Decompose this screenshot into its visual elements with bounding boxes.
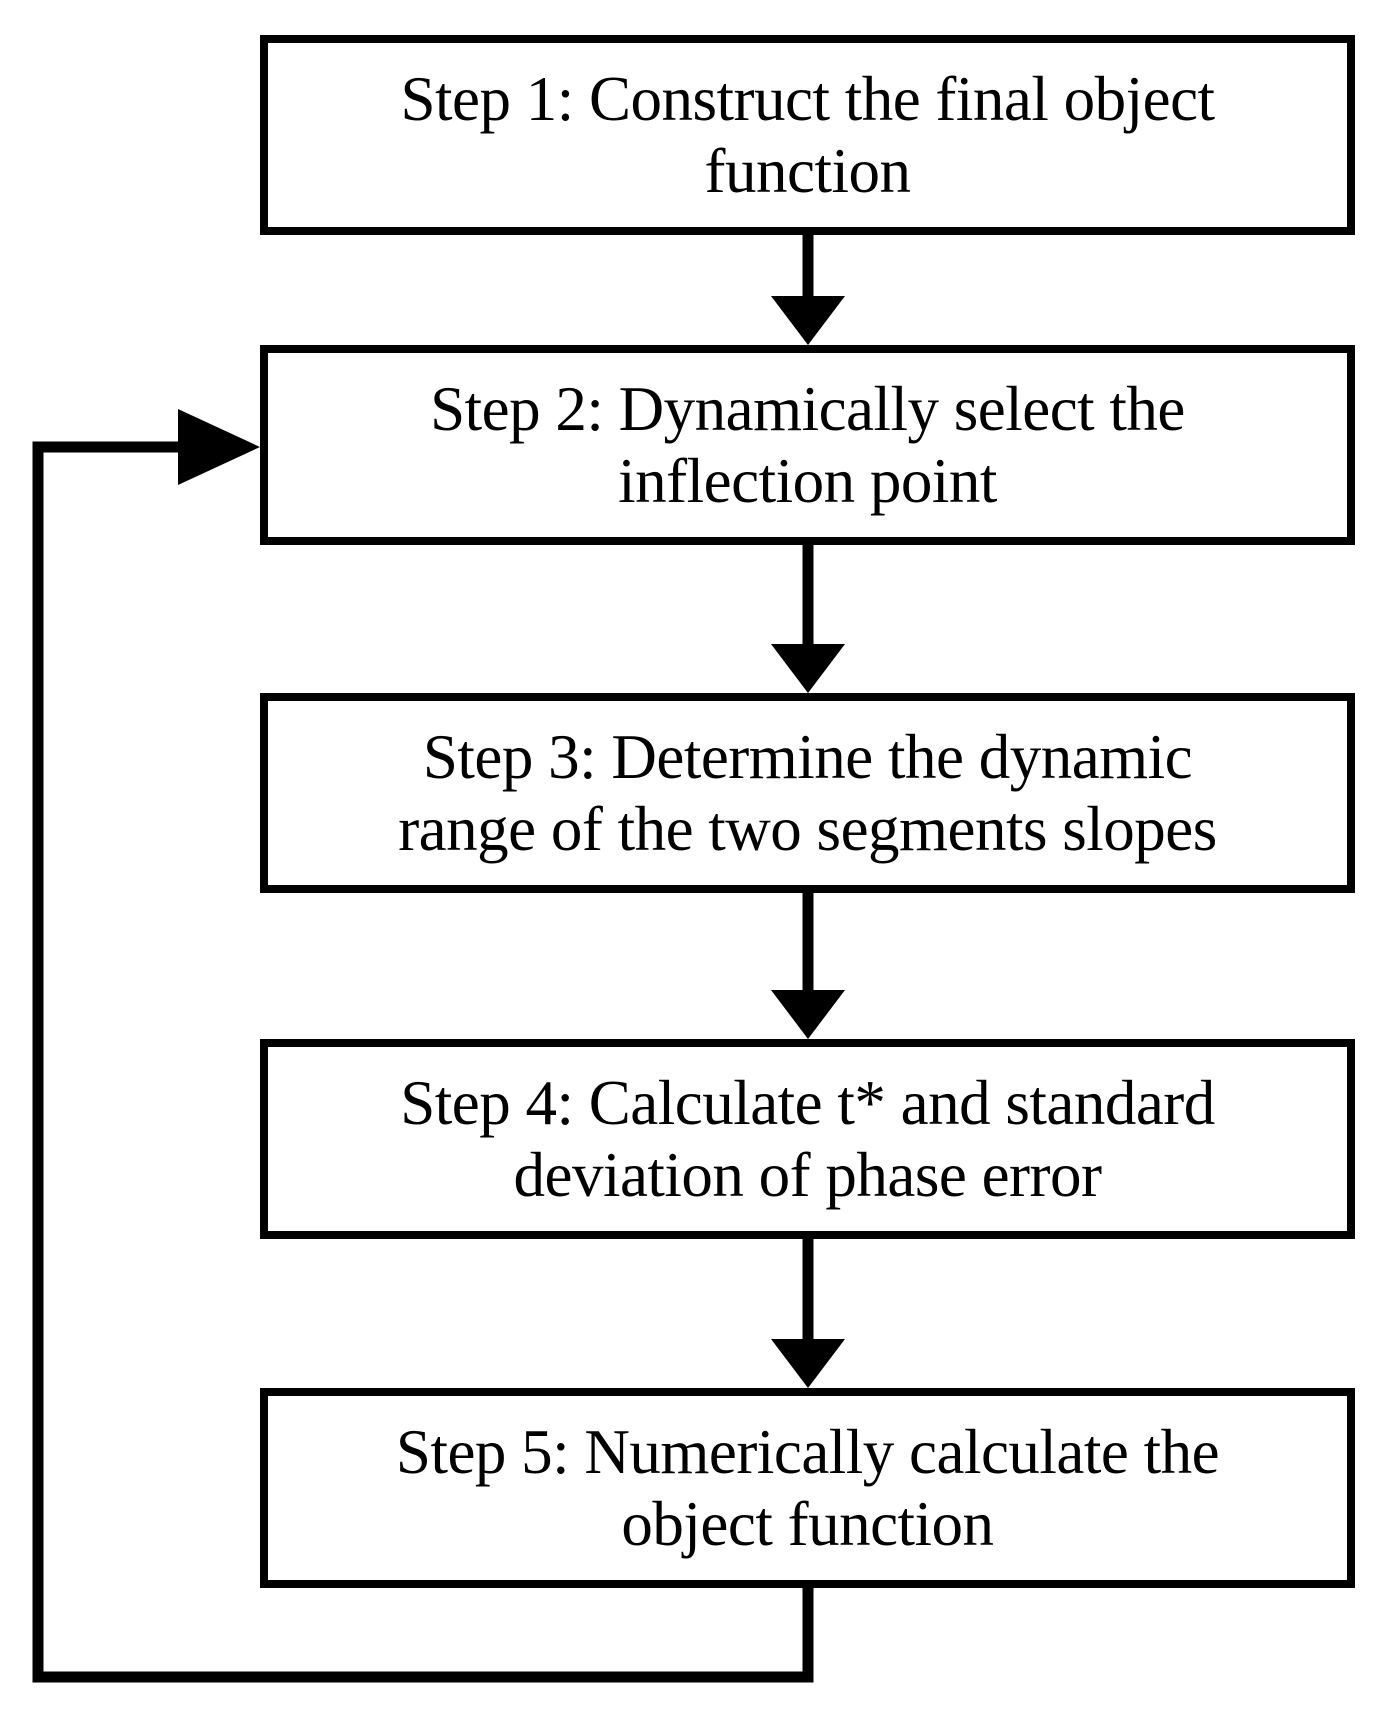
step-box-3: Step 3: Determine the dynamic range of t… (260, 693, 1355, 893)
step-box-4: Step 4: Calculate t* and standard deviat… (260, 1039, 1355, 1239)
step-3-label: Step 3: Determine the dynamic range of t… (398, 721, 1217, 864)
step-5-label: Step 5: Numerically calculate the object… (395, 1416, 1220, 1559)
arrow-step2-to-step3 (771, 545, 845, 693)
step-box-2: Step 2: Dynamically select the inflectio… (260, 345, 1355, 545)
arrow-step3-to-step4 (771, 893, 845, 1039)
step-2-label: Step 2: Dynamically select the inflectio… (430, 373, 1185, 516)
arrow-step4-to-step5 (771, 1239, 845, 1388)
step-4-label: Step 4: Calculate t* and standard deviat… (400, 1067, 1215, 1210)
arrow-feedback-step5-to-step2 (32, 409, 814, 1683)
arrow-step1-to-step2 (771, 235, 845, 345)
step-box-5: Step 5: Numerically calculate the object… (260, 1388, 1355, 1588)
step-box-1: Step 1: Construct the final object funct… (260, 35, 1355, 235)
step-1-label: Step 1: Construct the final object funct… (400, 63, 1215, 206)
